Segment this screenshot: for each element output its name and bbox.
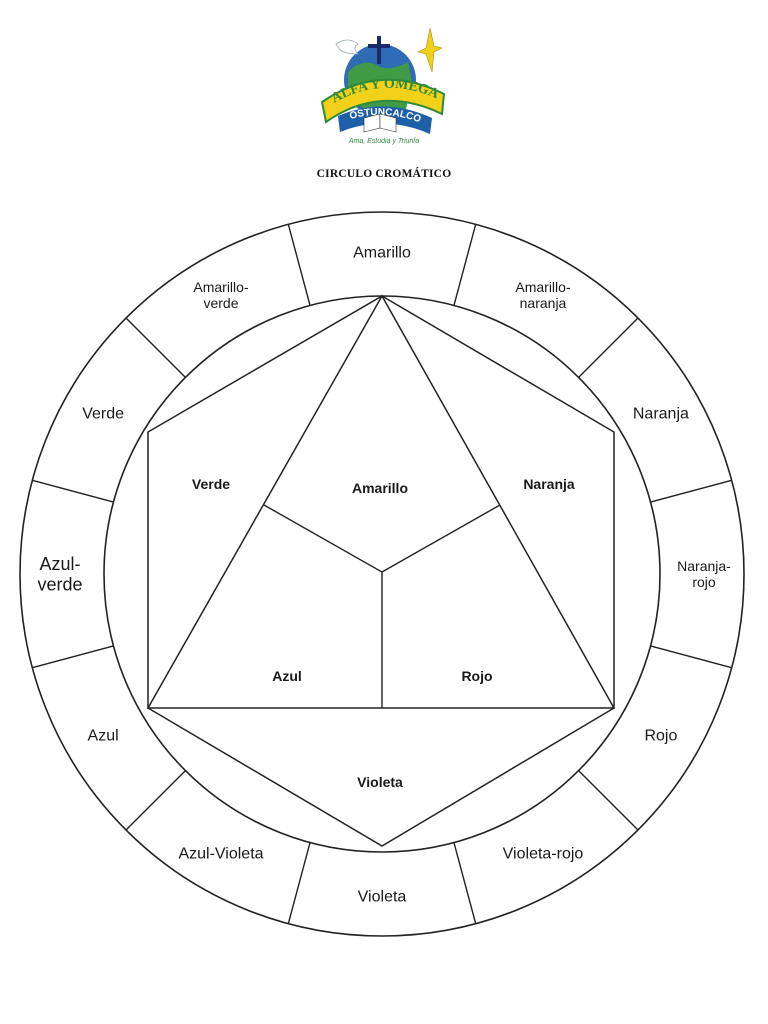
outer-segment-label: Amarillo [353, 245, 411, 262]
segment-divider [32, 479, 114, 503]
segment-divider [125, 317, 186, 378]
outer-segment-label-line: verde [203, 295, 238, 311]
segment-divider [125, 770, 186, 831]
triangle-label-left: Azul [272, 668, 302, 684]
outer-segment-label: Azul-verde [37, 554, 82, 595]
outer-segment-label-line: Naranja [633, 406, 689, 423]
outer-segment-label-line: Naranja- [677, 558, 731, 574]
outer-segment-label-line: Violeta [358, 889, 407, 906]
outer-segment-label: Violeta-rojo [503, 846, 584, 863]
outer-segment-label: Amarillo-verde [193, 279, 249, 311]
dove-icon [335, 39, 359, 55]
outer-segment-label-line: Azul-Violeta [178, 846, 263, 863]
inner-shapes [146, 294, 616, 847]
triangle-label-top: Amarillo [352, 480, 408, 496]
outer-segment-label: Rojo [644, 728, 677, 745]
segment-divider [650, 479, 732, 503]
primary-triangle [146, 294, 616, 709]
segment-divider [453, 224, 477, 306]
triangle-divider-right [381, 504, 501, 573]
book-icon [363, 113, 397, 133]
outer-labels: AmarilloAmarillo-naranjaNaranjaNaranja-r… [37, 245, 731, 906]
triangle-label-right: Rojo [461, 668, 492, 684]
segment-divider [578, 317, 639, 378]
outer-segment-label-line: Violeta-rojo [503, 846, 584, 863]
segment-divider [453, 842, 477, 924]
outer-segment-label: Azul-Violeta [178, 846, 263, 863]
outer-segment-label-line: Azul [88, 728, 119, 745]
outer-segment-label: Verde [82, 406, 124, 423]
secondary-label-bottom: Violeta [357, 774, 403, 790]
outer-segment-label-line: Rojo [644, 728, 677, 745]
outer-segment-label: Azul [88, 728, 119, 745]
outer-segment-label-line: rojo [692, 574, 716, 590]
outer-segment-label-line: verde [37, 575, 82, 595]
segment-divider [650, 645, 732, 669]
logo-motto: Ama, Estudia y Triunfa [348, 138, 419, 145]
page-title: CIRCULO CROMÁTICO [316, 168, 452, 180]
secondary-label-right: Naranja [523, 476, 575, 492]
outer-segment-label: Naranja-rojo [677, 558, 731, 590]
outer-segment-label: Amarillo-naranja [515, 279, 571, 311]
segment-divider [287, 224, 311, 306]
triangle-divider-left [263, 504, 383, 573]
cross-icon [368, 36, 390, 64]
outer-segment-label-line: Azul- [39, 554, 80, 574]
outer-segment-label-line: Amarillo- [515, 279, 571, 295]
outer-segment-label: Violeta [358, 889, 407, 906]
outer-ring-edge [19, 211, 745, 937]
segment-divider [287, 842, 311, 924]
secondary-hexagon [147, 295, 615, 847]
segment-divider [578, 770, 639, 831]
segment-divider [32, 645, 114, 669]
outer-segment-label-line: Amarillo- [193, 279, 249, 295]
outer-segment-label-line: naranja [520, 295, 567, 311]
secondary-label-left: Verde [192, 476, 230, 492]
school-logo: ALFA Y OMEGA OSTUNCALCO Ama, Estudia y T… [320, 27, 446, 145]
outer-segment-label: Naranja [633, 406, 689, 423]
outer-segment-label-line: Verde [82, 406, 124, 423]
star-icon [417, 27, 443, 73]
outer-segment-label-line: Amarillo [353, 245, 411, 262]
